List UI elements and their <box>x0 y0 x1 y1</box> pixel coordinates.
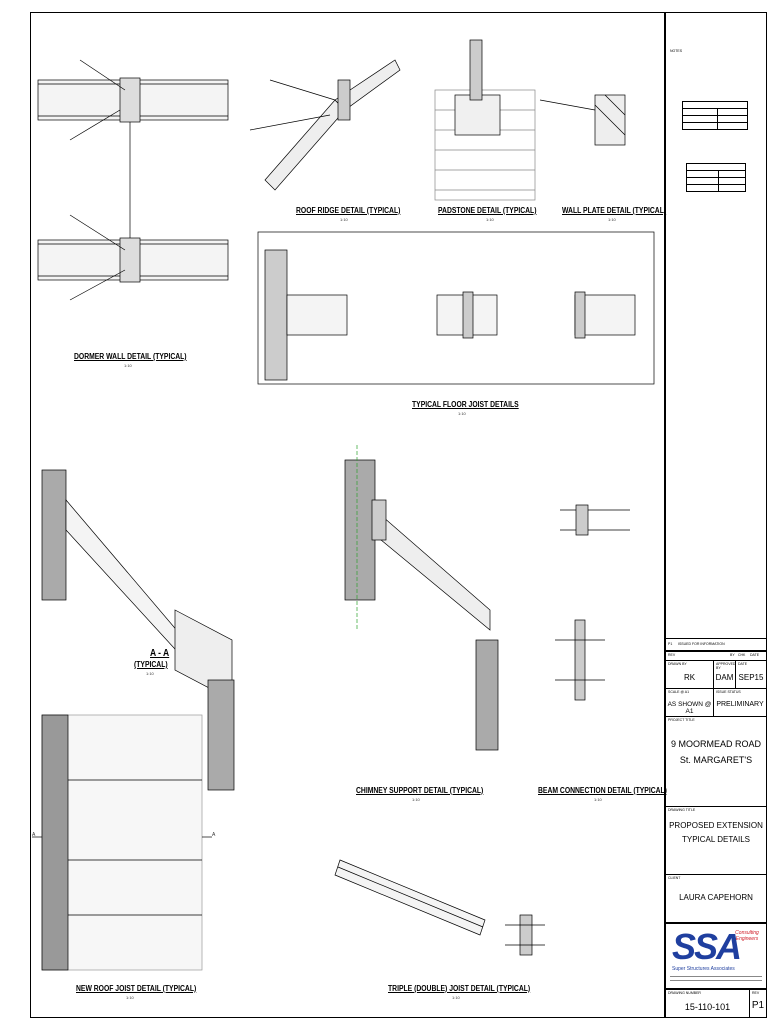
wall-plate-title: WALL PLATE DETAIL (TYPICAL) <box>562 206 667 215</box>
drawn-by-label: DRAWN BY <box>668 662 687 666</box>
drawing-title-line2: TYPICAL DETAILS <box>681 835 751 844</box>
company-tagline: Consulting Engineers <box>735 930 759 942</box>
beam-connection-title: BEAM CONNECTION DETAIL (TYPICAL) <box>538 786 667 795</box>
floor-joist-drawing <box>257 231 655 385</box>
company-name: Super Structures Associates <box>672 966 735 972</box>
section-aa-subtitle: (TYPICAL) <box>134 660 168 669</box>
revision-table-1 <box>681 101 748 130</box>
drawing-title-label: DRAWING TITLE <box>668 808 696 812</box>
chk-header: CHK <box>738 653 746 657</box>
project-title: PROJECT TITLE 9 MOORMEAD ROAD St. MARGAR… <box>666 716 766 806</box>
date-label: DATE <box>738 662 748 666</box>
client-value: LAURA CAPEHORN <box>679 893 753 902</box>
client-label: CLIENT <box>668 876 681 880</box>
notes: NOTES <box>670 19 764 54</box>
floor-joist-scale: 1:10 <box>458 411 466 416</box>
approved-by-value: DAM <box>715 673 734 682</box>
section-marker-right: A <box>212 832 216 838</box>
drawing-title-line1: PROPOSED EXTENSION <box>669 821 763 830</box>
notes-heading: NOTES <box>670 49 683 53</box>
dormer-wall-scale: 1:10 <box>124 363 132 368</box>
approved-by: APPROVED BY DAM <box>714 660 736 688</box>
revision: REV P1 <box>750 988 766 1017</box>
status-label: ISSUE STATUS <box>716 690 741 694</box>
beam-connection-drawing <box>555 504 630 701</box>
drawn-by: DRAWN BY RK <box>666 660 714 688</box>
date-value: SEP15 <box>738 673 764 682</box>
revision-table-2 <box>685 163 746 192</box>
rev-value: P1 <box>751 1000 765 1011</box>
section-marker-left: A <box>32 832 36 838</box>
dormer-wall-drawing <box>37 59 229 301</box>
new-roof-joist-plan-drawing <box>32 714 212 971</box>
date: DATE SEP15 <box>736 660 766 688</box>
status: ISSUE STATUS PRELIMINARY <box>714 688 766 716</box>
triple-joist-drawing <box>334 859 545 956</box>
revision-code: P1 <box>668 642 673 646</box>
date-header: DATE <box>750 653 760 657</box>
rev-label: REV <box>752 991 760 995</box>
ssa-logo: SSA <box>672 926 742 967</box>
roof-ridge-drawing <box>249 59 401 191</box>
revision-description: ISSUED FOR INFORMATION <box>678 642 725 646</box>
scale-label: SCALE @ A1 <box>668 690 690 694</box>
beam-connection-scale: 1:10 <box>594 797 602 802</box>
title-block: NOTES P1 ISSUED FOR INFORMATION REV BY C… <box>664 12 767 1018</box>
project-label: PROJECT TITLE <box>668 718 695 722</box>
wall-plate-scale: 1:10 <box>608 217 616 222</box>
drawing-title: DRAWING TITLE PROPOSED EXTENSION TYPICAL… <box>666 806 766 874</box>
chimney-support-scale: 1:10 <box>412 797 420 802</box>
by-header: BY <box>730 653 735 657</box>
triple-joist-title: TRIPLE (DOUBLE) JOIST DETAIL (TYPICAL) <box>388 984 531 993</box>
project-line2: St. MARGARET'S <box>679 755 753 765</box>
padstone-scale: 1:10 <box>486 217 494 222</box>
new-roof-joist-title: NEW ROOF JOIST DETAIL (TYPICAL) <box>76 984 197 993</box>
drawing-number-label: DRAWING NUMBER <box>668 991 701 995</box>
client: CLIENT LAURA CAPEHORN <box>666 874 766 922</box>
revision-row: P1 ISSUED FOR INFORMATION <box>666 638 766 650</box>
dormer-wall-title: DORMER WALL DETAIL (TYPICAL) <box>74 352 187 361</box>
floor-joist-title: TYPICAL FLOOR JOIST DETAILS <box>412 400 519 409</box>
triple-joist-scale: 1:10 <box>452 995 460 1000</box>
drawing-number: DRAWING NUMBER 15-110-101 <box>666 988 750 1017</box>
drawing-number-value: 15-110-101 <box>684 1002 731 1012</box>
new-roof-joist-scale: 1:10 <box>126 995 134 1000</box>
wall-plate-drawing <box>539 94 626 146</box>
project-line1: 9 MOORMEAD ROAD <box>670 739 761 749</box>
scale-value: AS SHOWN @ A1 <box>667 701 712 715</box>
section-aa-title: A - A <box>150 648 170 659</box>
drawn-by-value: RK <box>683 673 696 682</box>
detail-drawings <box>32 39 655 971</box>
roof-ridge-scale: 1:10 <box>340 217 348 222</box>
padstone-drawing <box>434 39 536 201</box>
section-aa-scale: 1:10 <box>146 671 154 676</box>
roof-ridge-title: ROOF RIDGE DETAIL (TYPICAL) <box>296 206 401 215</box>
chimney-support-drawing <box>344 445 499 751</box>
scale: SCALE @ A1 AS SHOWN @ A1 <box>666 688 714 716</box>
roof-joist-section-drawing <box>41 469 235 791</box>
chimney-support-title: CHIMNEY SUPPORT DETAIL (TYPICAL) <box>356 786 484 795</box>
approved-by-label: APPROVED BY <box>716 662 736 670</box>
company-logo: SSA Consulting Engineers Super Structure… <box>666 922 766 988</box>
padstone-title: PADSTONE DETAIL (TYPICAL) <box>438 206 537 215</box>
revision-headers: REV BY CHK DATE <box>666 650 766 660</box>
rev-header: REV <box>668 653 676 657</box>
status-value: PRELIMINARY <box>716 701 764 708</box>
